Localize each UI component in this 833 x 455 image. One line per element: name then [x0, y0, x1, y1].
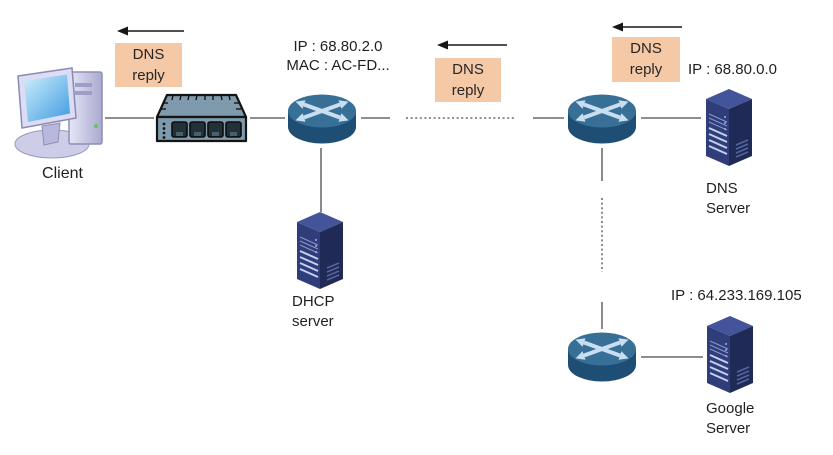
- google-server-label: Google Server: [706, 400, 755, 437]
- router1-ip-mac-label: IP : 68.80.2.0 MAC : AC-FD...: [286, 38, 390, 74]
- dhcp-server-tower-icon: [291, 210, 349, 296]
- google-server-tower-icon: [701, 314, 759, 400]
- network-links: [105, 117, 703, 358]
- dns-reply-badge-3: DNS reply: [612, 37, 680, 82]
- router-arrows: [303, 102, 341, 120]
- router-arrowheads: [295, 100, 349, 122]
- server-leds: [724, 116, 726, 130]
- router-icon-2: [563, 90, 641, 153]
- dhcp-server-label: DHCP server: [292, 293, 335, 330]
- dns-server-tower-icon: [700, 87, 758, 173]
- dns-reply-arrow-1: [117, 26, 184, 36]
- dns-reply-badge-1: DNS reply: [115, 43, 182, 87]
- switch-leds: [162, 122, 166, 139]
- switch-vents: [161, 94, 241, 110]
- client-label: Client: [42, 165, 83, 182]
- server-drive-stripes: [708, 127, 728, 155]
- router-icon-1: [283, 90, 361, 153]
- left-arrowhead-icon: [437, 40, 448, 50]
- dns-server-label: DNS Server: [706, 180, 751, 217]
- dns-reply-arrow-3: [612, 22, 682, 32]
- client-computer-icon: [12, 60, 107, 165]
- server-slot-rows: [708, 113, 728, 131]
- dns-reply-badge-2: DNS reply: [435, 58, 501, 102]
- server-vents: [735, 139, 749, 158]
- dns-server-ip-label: IP : 68.80.0.0: [688, 61, 777, 78]
- dns-reply-arrow-2: [437, 40, 507, 50]
- google-server-ip-label: IP : 64.233.169.105: [671, 287, 802, 304]
- network-switch-icon: [153, 92, 250, 149]
- left-arrowhead-icon: [117, 26, 128, 36]
- router-icon-3: [563, 328, 641, 391]
- switch-ports: [171, 121, 242, 138]
- left-arrowhead-icon: [612, 22, 623, 32]
